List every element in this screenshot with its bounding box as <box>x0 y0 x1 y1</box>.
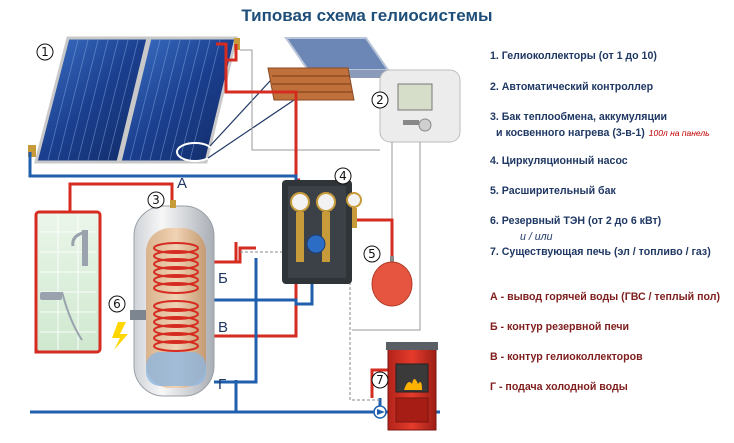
pump-station <box>282 180 362 284</box>
legend-item-3: 3. Бак теплообмена, аккумуляции <box>490 111 667 123</box>
marker-5: 5 <box>363 245 381 263</box>
marker-4: 4 <box>334 167 352 185</box>
svg-text:3: 3 <box>152 193 160 207</box>
pipe-legend-a: А - вывод горячей воды (ГВС / теплый пол… <box>490 291 721 303</box>
page-title: Типовая схема гелиосистемы <box>241 6 493 25</box>
legend-item-4: 4. Циркуляционный насос <box>490 155 628 167</box>
pipe-legend-b: Б - контур резервной печи <box>490 321 630 333</box>
stove <box>386 342 438 431</box>
marker-7: 7 <box>371 371 389 389</box>
controller <box>379 69 461 143</box>
legend-item-1: 1. Гелиоколлекторы (от 1 до 10) <box>490 50 657 62</box>
legend-item-3-note: 100л на панель <box>648 128 710 138</box>
legend-item-3-line2: и косвенного нагрева (3-в-1)100л на пане… <box>496 127 710 139</box>
marker-group: 1 2 3 4 5 6 7 <box>36 43 389 389</box>
pipe-label-b: Б <box>218 270 228 287</box>
pipe-label-v: В <box>218 319 228 336</box>
legend-item-6-or: и / или <box>520 231 553 243</box>
storage-tank <box>112 200 215 397</box>
pipe-legend-g: Г - подача холодной воды <box>490 381 628 393</box>
pipe-label-a: А <box>177 175 187 192</box>
marker-6: 6 <box>108 295 126 313</box>
svg-text:1: 1 <box>41 45 49 59</box>
svg-text:6: 6 <box>113 297 121 311</box>
marker-2: 2 <box>371 91 389 109</box>
solar-collectors <box>28 36 240 164</box>
shower-cabin <box>34 210 102 354</box>
pipe-legend-v: В - контур гелиоколлекторов <box>490 351 643 363</box>
legend-item-7: 7. Существующая печь (эл / топливо / газ… <box>490 246 711 258</box>
expansion-tank <box>371 256 413 307</box>
svg-text:5: 5 <box>368 247 376 261</box>
svg-text:2: 2 <box>376 93 384 107</box>
legend-item-5: 5. Расширительный бак <box>490 185 616 197</box>
marker-3: 3 <box>147 191 165 209</box>
legend-item-6: 6. Резервный ТЭН (от 2 до 6 кВт) <box>490 215 662 227</box>
svg-text:7: 7 <box>376 373 384 387</box>
pipe-label-g: Г <box>218 376 226 393</box>
marker-1: 1 <box>36 43 54 61</box>
svg-text:4: 4 <box>339 169 347 183</box>
legend-item-2: 2. Автоматический контроллер <box>490 81 654 93</box>
